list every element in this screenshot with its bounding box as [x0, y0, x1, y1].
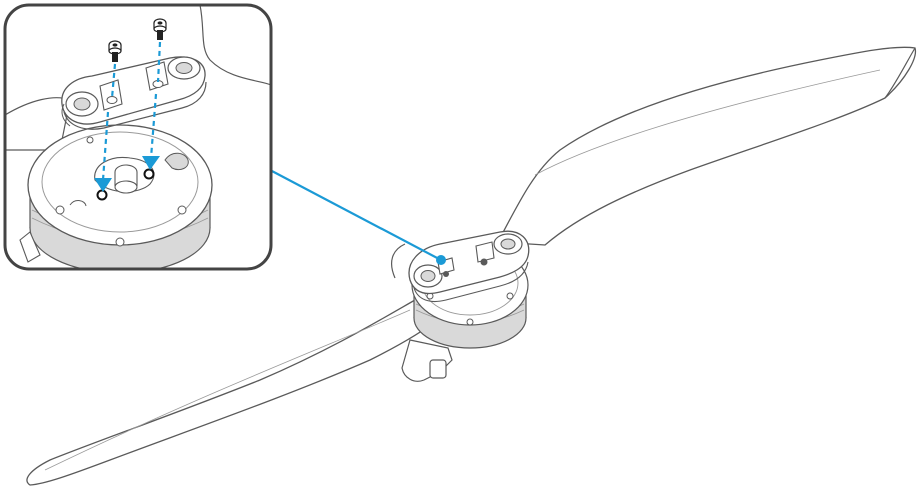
motor-screw-hole-left — [96, 189, 108, 201]
blade-left-root — [391, 243, 406, 279]
arrow-head-left — [94, 178, 112, 192]
motor-screw-hole-right — [143, 168, 155, 180]
screw-icon-left — [108, 40, 122, 62]
inset-blade-lower — [5, 97, 71, 151]
propeller-hub — [408, 230, 530, 303]
inset-border — [3, 3, 273, 271]
callout-line — [269, 169, 442, 261]
propeller-blade-right — [496, 46, 917, 246]
arrow-screw-right-to-hub — [156, 41, 162, 83]
motor-arm-clip — [429, 359, 447, 379]
screw-icon-right — [153, 18, 167, 40]
blade-left-edge — [44, 309, 411, 471]
inset-motor — [19, 124, 213, 269]
inset-blade-upper — [199, 5, 271, 86]
insertion-arrows — [94, 41, 162, 192]
inset-hub — [61, 56, 207, 130]
main-assembly — [26, 46, 917, 486]
inset-detail-view — [3, 3, 273, 271]
blade-right-tip — [884, 47, 916, 99]
blade-right-edge — [534, 69, 881, 176]
arrow-head-right — [142, 156, 160, 170]
arrow-screw-left-to-hub — [110, 63, 117, 99]
arrow-hub-left-to-motor — [101, 111, 110, 181]
propeller-blade-left — [26, 299, 442, 486]
arrow-hub-right-to-motor — [149, 93, 158, 159]
